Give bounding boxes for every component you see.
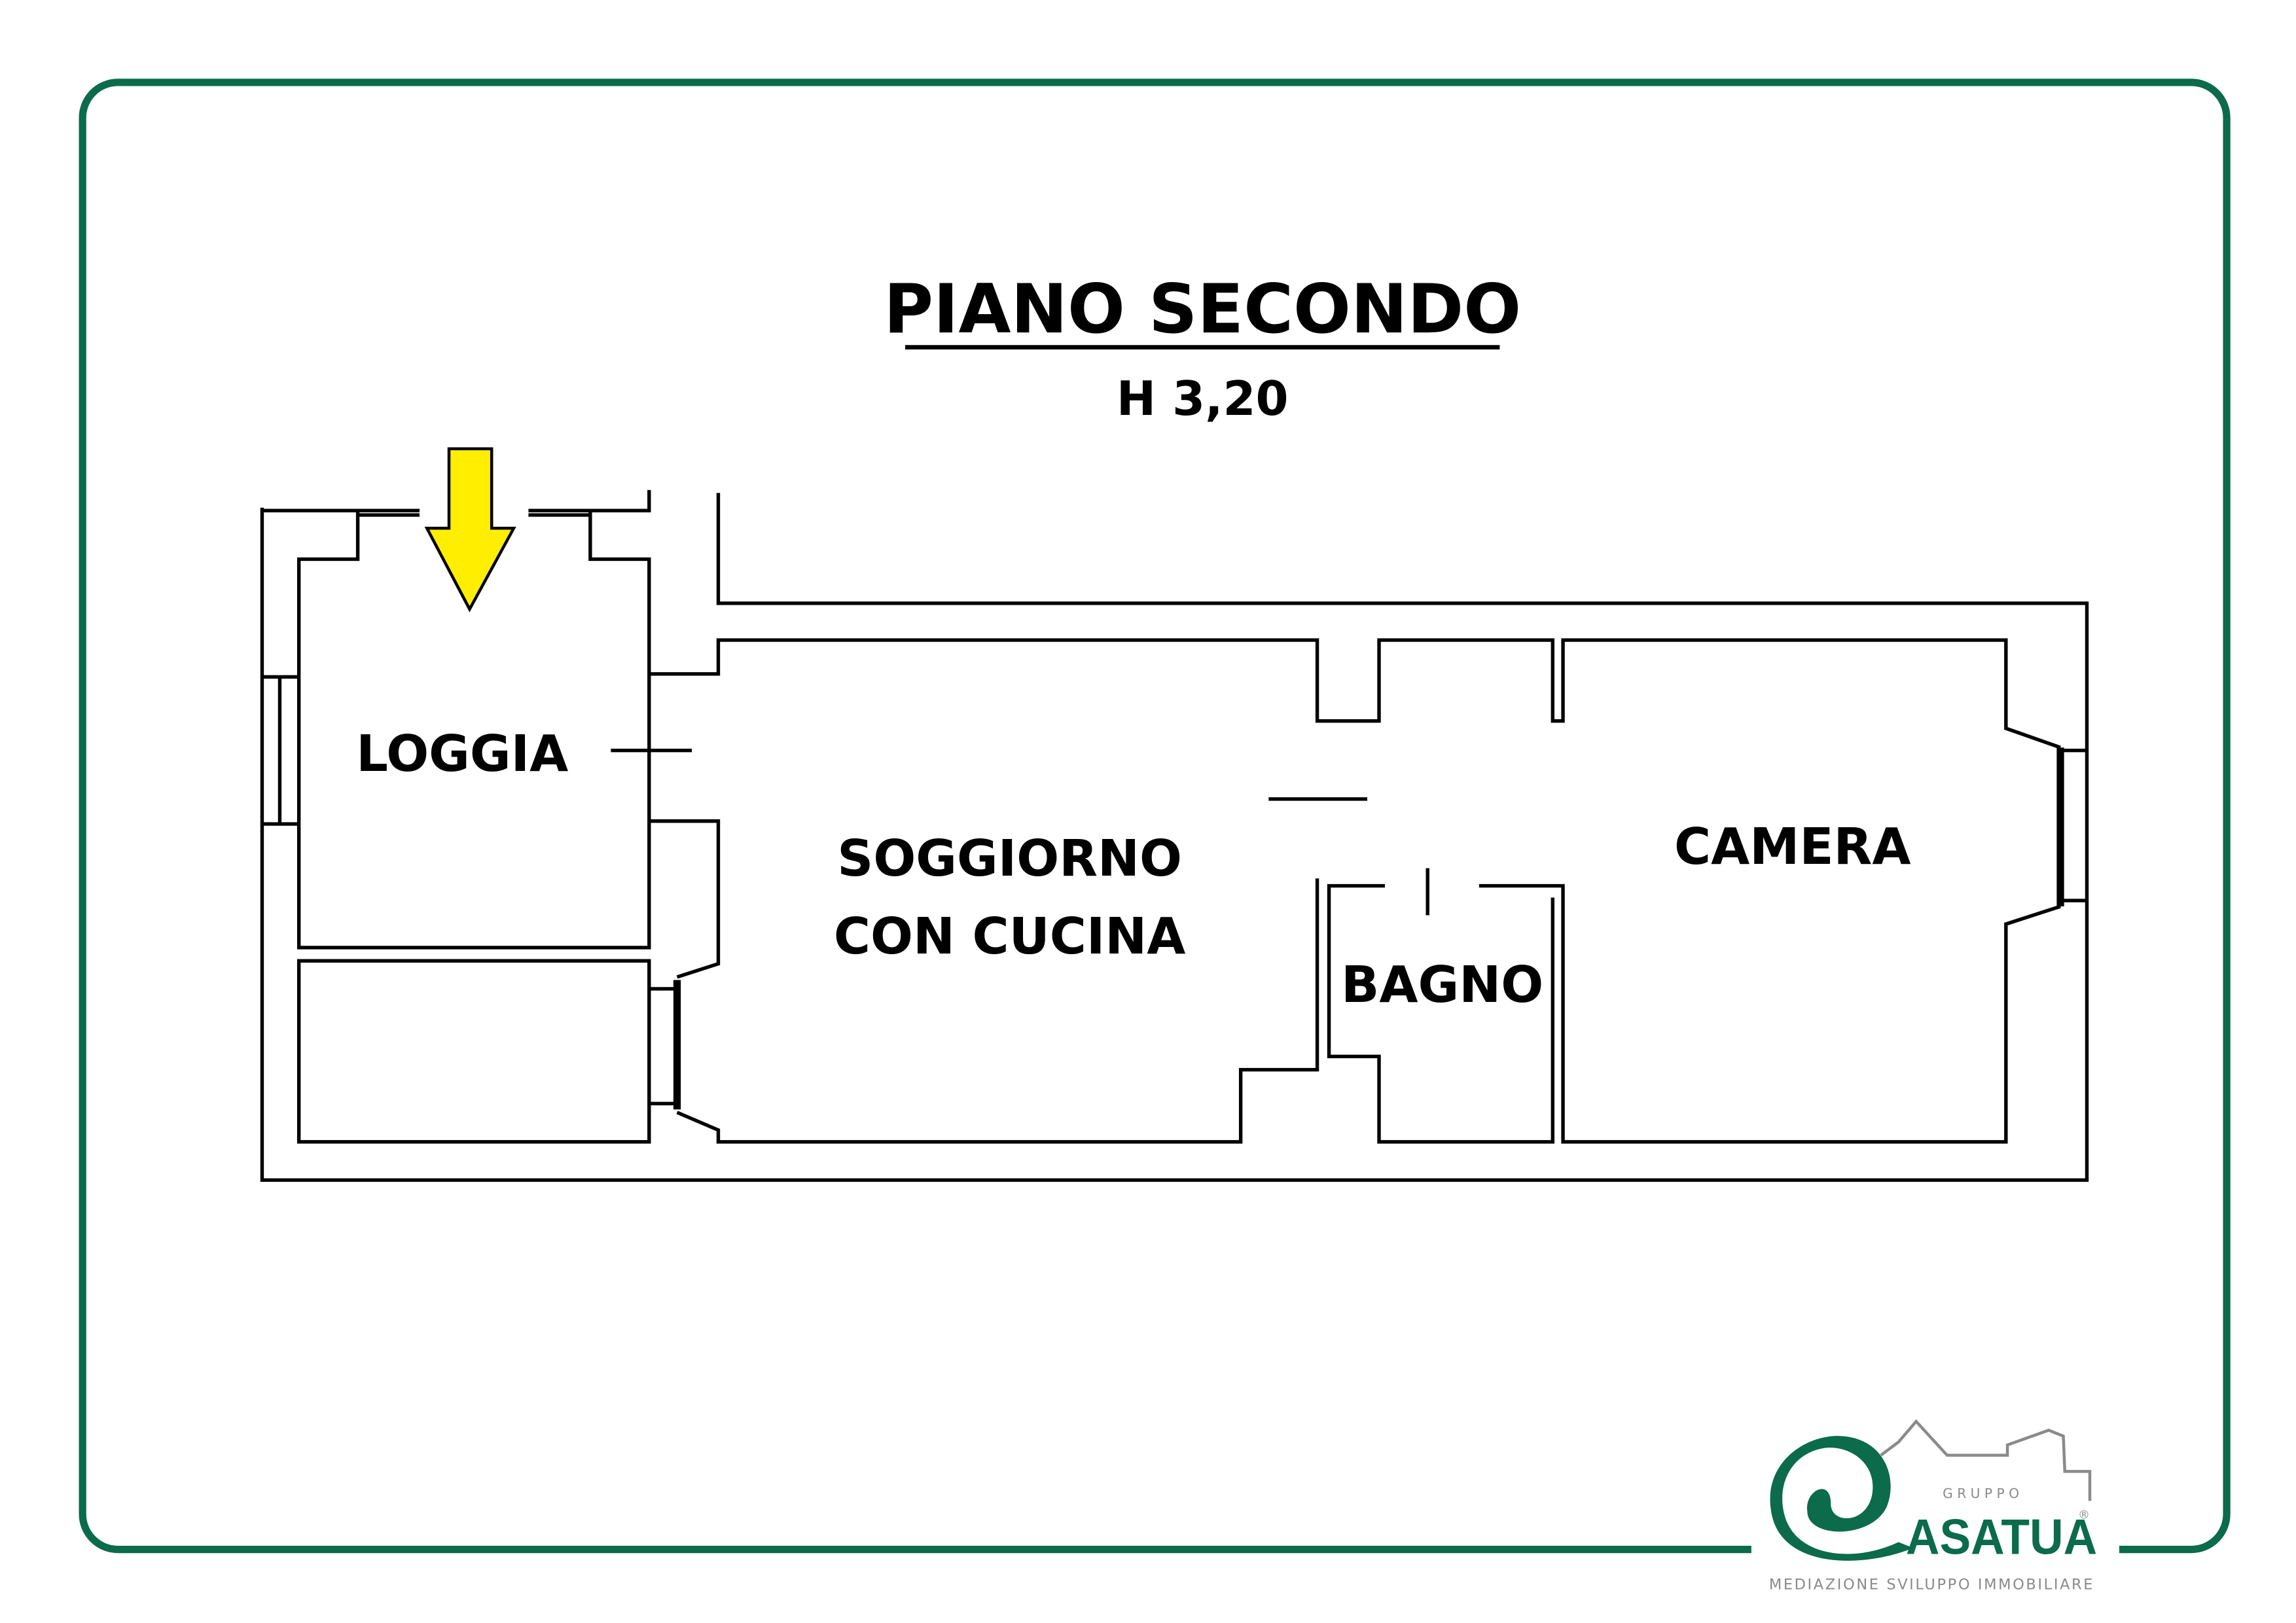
bagno-wall — [1327, 883, 1555, 1144]
logo-registered-mark: ® — [2078, 1508, 2090, 1522]
wall — [1479, 883, 2061, 1144]
storage-room — [296, 959, 651, 1144]
wall — [649, 638, 2061, 749]
wall — [590, 490, 651, 512]
ceiling-height: H 3,20 — [1117, 371, 1289, 426]
loggia-wall — [296, 510, 651, 950]
frame-border — [79, 79, 2231, 1554]
room-label-camera: CAMERA — [1674, 818, 1911, 876]
wall — [676, 878, 1319, 1144]
logo-tagline: MEDIAZIONE SVILUPPO IMMOBILIARE — [1769, 1576, 2093, 1593]
logo-rooftops — [1880, 1419, 2092, 1501]
room-label-soggiorno: SOGGIORNO — [837, 830, 1182, 888]
entrance-arrow-icon — [424, 447, 516, 613]
walls — [260, 490, 2089, 1182]
company-logo: G R U P P O ASATUA ® MEDIAZIONE SVILUPPO… — [1751, 1419, 2119, 1593]
room-label-cucina: CON CUCINA — [834, 908, 1186, 966]
plan-title: PIANO SECONDO — [884, 270, 1521, 349]
room-label-loggia: LOGGIA — [356, 725, 568, 783]
logo-group-text: G R U P P O — [1943, 1486, 2019, 1501]
outer-wall — [260, 493, 2089, 1182]
logo-brand-text: ASATUA — [1906, 1509, 2097, 1565]
wall — [649, 819, 721, 979]
room-label-bagno: BAGNO — [1341, 956, 1543, 1014]
logo-swirl-icon — [1770, 1436, 1914, 1561]
